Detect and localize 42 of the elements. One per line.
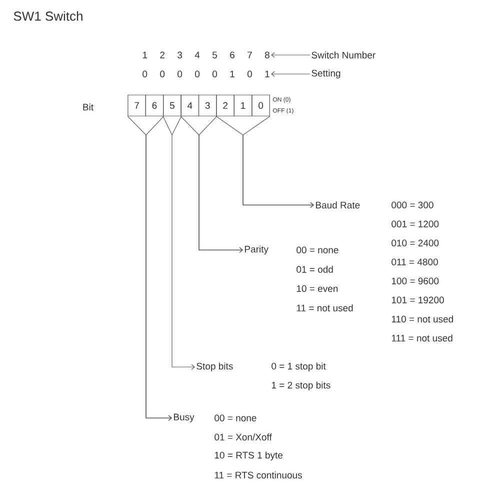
value-text: 000 = 300 bbox=[392, 202, 434, 208]
value-text: 10 = RTS 1 byte bbox=[214, 452, 283, 460]
value-text: 010 = 2400 bbox=[392, 240, 439, 246]
value-text: 01 = Xon/Xoff bbox=[214, 434, 272, 440]
digit-row: 0 0 0 0 0 1 0 1 bbox=[142, 70, 270, 78]
bit-cell: 2 bbox=[216, 94, 234, 116]
bracket-arrow bbox=[242, 116, 314, 208]
field-label: Parity bbox=[245, 246, 268, 254]
value-text: 01 = odd bbox=[296, 266, 333, 273]
bit-cell: 1 bbox=[234, 94, 252, 116]
value-text: 1 = 2 stop bits bbox=[272, 382, 330, 390]
bracket-arrow bbox=[162, 116, 195, 370]
value-text: 011 = 4800 bbox=[392, 258, 438, 266]
field-label: Stop bits bbox=[196, 362, 233, 372]
value-text: 111 = not used bbox=[392, 334, 452, 342]
title: SW1 Switch bbox=[14, 11, 82, 21]
value-text: 0 = 1 stop bit bbox=[272, 362, 326, 372]
value-text: 00 = none bbox=[296, 246, 338, 254]
value-text: 10 = even bbox=[296, 285, 338, 292]
value-text: 11 = RTS continuous bbox=[214, 472, 302, 478]
bracket-arrow bbox=[198, 116, 243, 253]
field-label: Baud Rate bbox=[316, 202, 360, 208]
field-label: Switch Number bbox=[312, 52, 376, 58]
bit-cell: 5 bbox=[163, 94, 182, 116]
field-label: Busy bbox=[174, 414, 194, 422]
arrow bbox=[271, 52, 310, 58]
value-text: 11 = not used bbox=[296, 304, 353, 312]
value-text: 110 = not used bbox=[392, 316, 453, 322]
arrow bbox=[271, 71, 310, 77]
bracket-arrow bbox=[146, 116, 172, 421]
bit-cell: 6 bbox=[145, 94, 164, 116]
value-text: 00 = none bbox=[214, 414, 256, 422]
bit-cell: 4 bbox=[180, 94, 200, 116]
digit-row: 1 2 3 4 5 6 7 8 bbox=[142, 52, 270, 58]
bit-cell: 3 bbox=[198, 94, 217, 116]
bit-cell: 7 bbox=[128, 94, 146, 116]
value-text: 100 = 9600 bbox=[392, 278, 439, 284]
value-text: 101 = 19200 bbox=[392, 296, 444, 304]
row-label: Bit bbox=[83, 104, 94, 110]
value-text: 001 = 1200 bbox=[392, 220, 439, 228]
bit-cell: 0 bbox=[252, 94, 270, 116]
field-label: Setting bbox=[312, 70, 340, 78]
